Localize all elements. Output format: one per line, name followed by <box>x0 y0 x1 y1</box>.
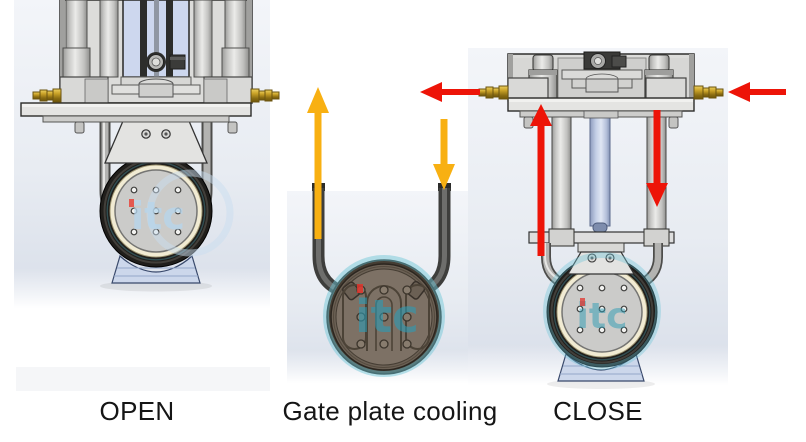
brass-fitting-right <box>693 85 724 100</box>
inlet-flow-arrow <box>728 82 786 102</box>
sleeve-tube-left <box>551 109 572 234</box>
itc-watermark: itc <box>129 169 234 257</box>
brass-fitting-left <box>478 85 509 100</box>
guide-rod-left <box>62 0 119 78</box>
gate-plate <box>99 154 213 268</box>
lower-cross-bar <box>528 228 675 247</box>
right-tube-flow-arrow <box>646 110 668 207</box>
roller-cam <box>146 52 186 72</box>
svg-text:itc: itc <box>355 290 419 343</box>
backdrop-shadow-band <box>16 367 270 391</box>
pneumatic-actuator <box>478 51 724 129</box>
outlet-flow-arrow <box>420 82 480 102</box>
piston-shaft <box>589 109 611 233</box>
pneumatic-actuator <box>20 0 280 134</box>
cooled-gate-plate <box>326 259 442 375</box>
close-panel-label: CLOSE <box>553 396 643 426</box>
mounting-flange <box>507 97 695 129</box>
svg-text:itc: itc <box>131 194 185 238</box>
brass-fitting-right <box>250 88 280 103</box>
open-valve-panel: itc <box>14 0 280 391</box>
brass-fitting-left <box>32 88 62 103</box>
bolt-holes <box>356 285 412 349</box>
svg-text:itc: itc <box>577 296 628 337</box>
close-valve-panel: itc <box>420 48 786 389</box>
bolt-holes <box>576 284 628 334</box>
gate-plate <box>546 256 658 368</box>
mounting-flange <box>20 102 252 134</box>
coolant-outlet-arrow <box>307 87 329 239</box>
support-foot <box>111 254 201 284</box>
carrier-bracket <box>104 120 208 164</box>
itc-watermark: itc <box>323 255 445 377</box>
roller-cam <box>583 51 627 70</box>
left-tube-flow-arrow <box>530 104 552 256</box>
cooling-panel-label: Gate plate cooling <box>282 396 498 426</box>
carrier-bracket <box>566 242 636 275</box>
coolant-inlet-arrow <box>433 119 455 190</box>
guide-rod-right <box>193 0 250 78</box>
itc-watermark: itc <box>543 252 661 370</box>
cooling-panel: itc <box>287 87 476 383</box>
open-panel-label: OPEN <box>99 396 175 426</box>
